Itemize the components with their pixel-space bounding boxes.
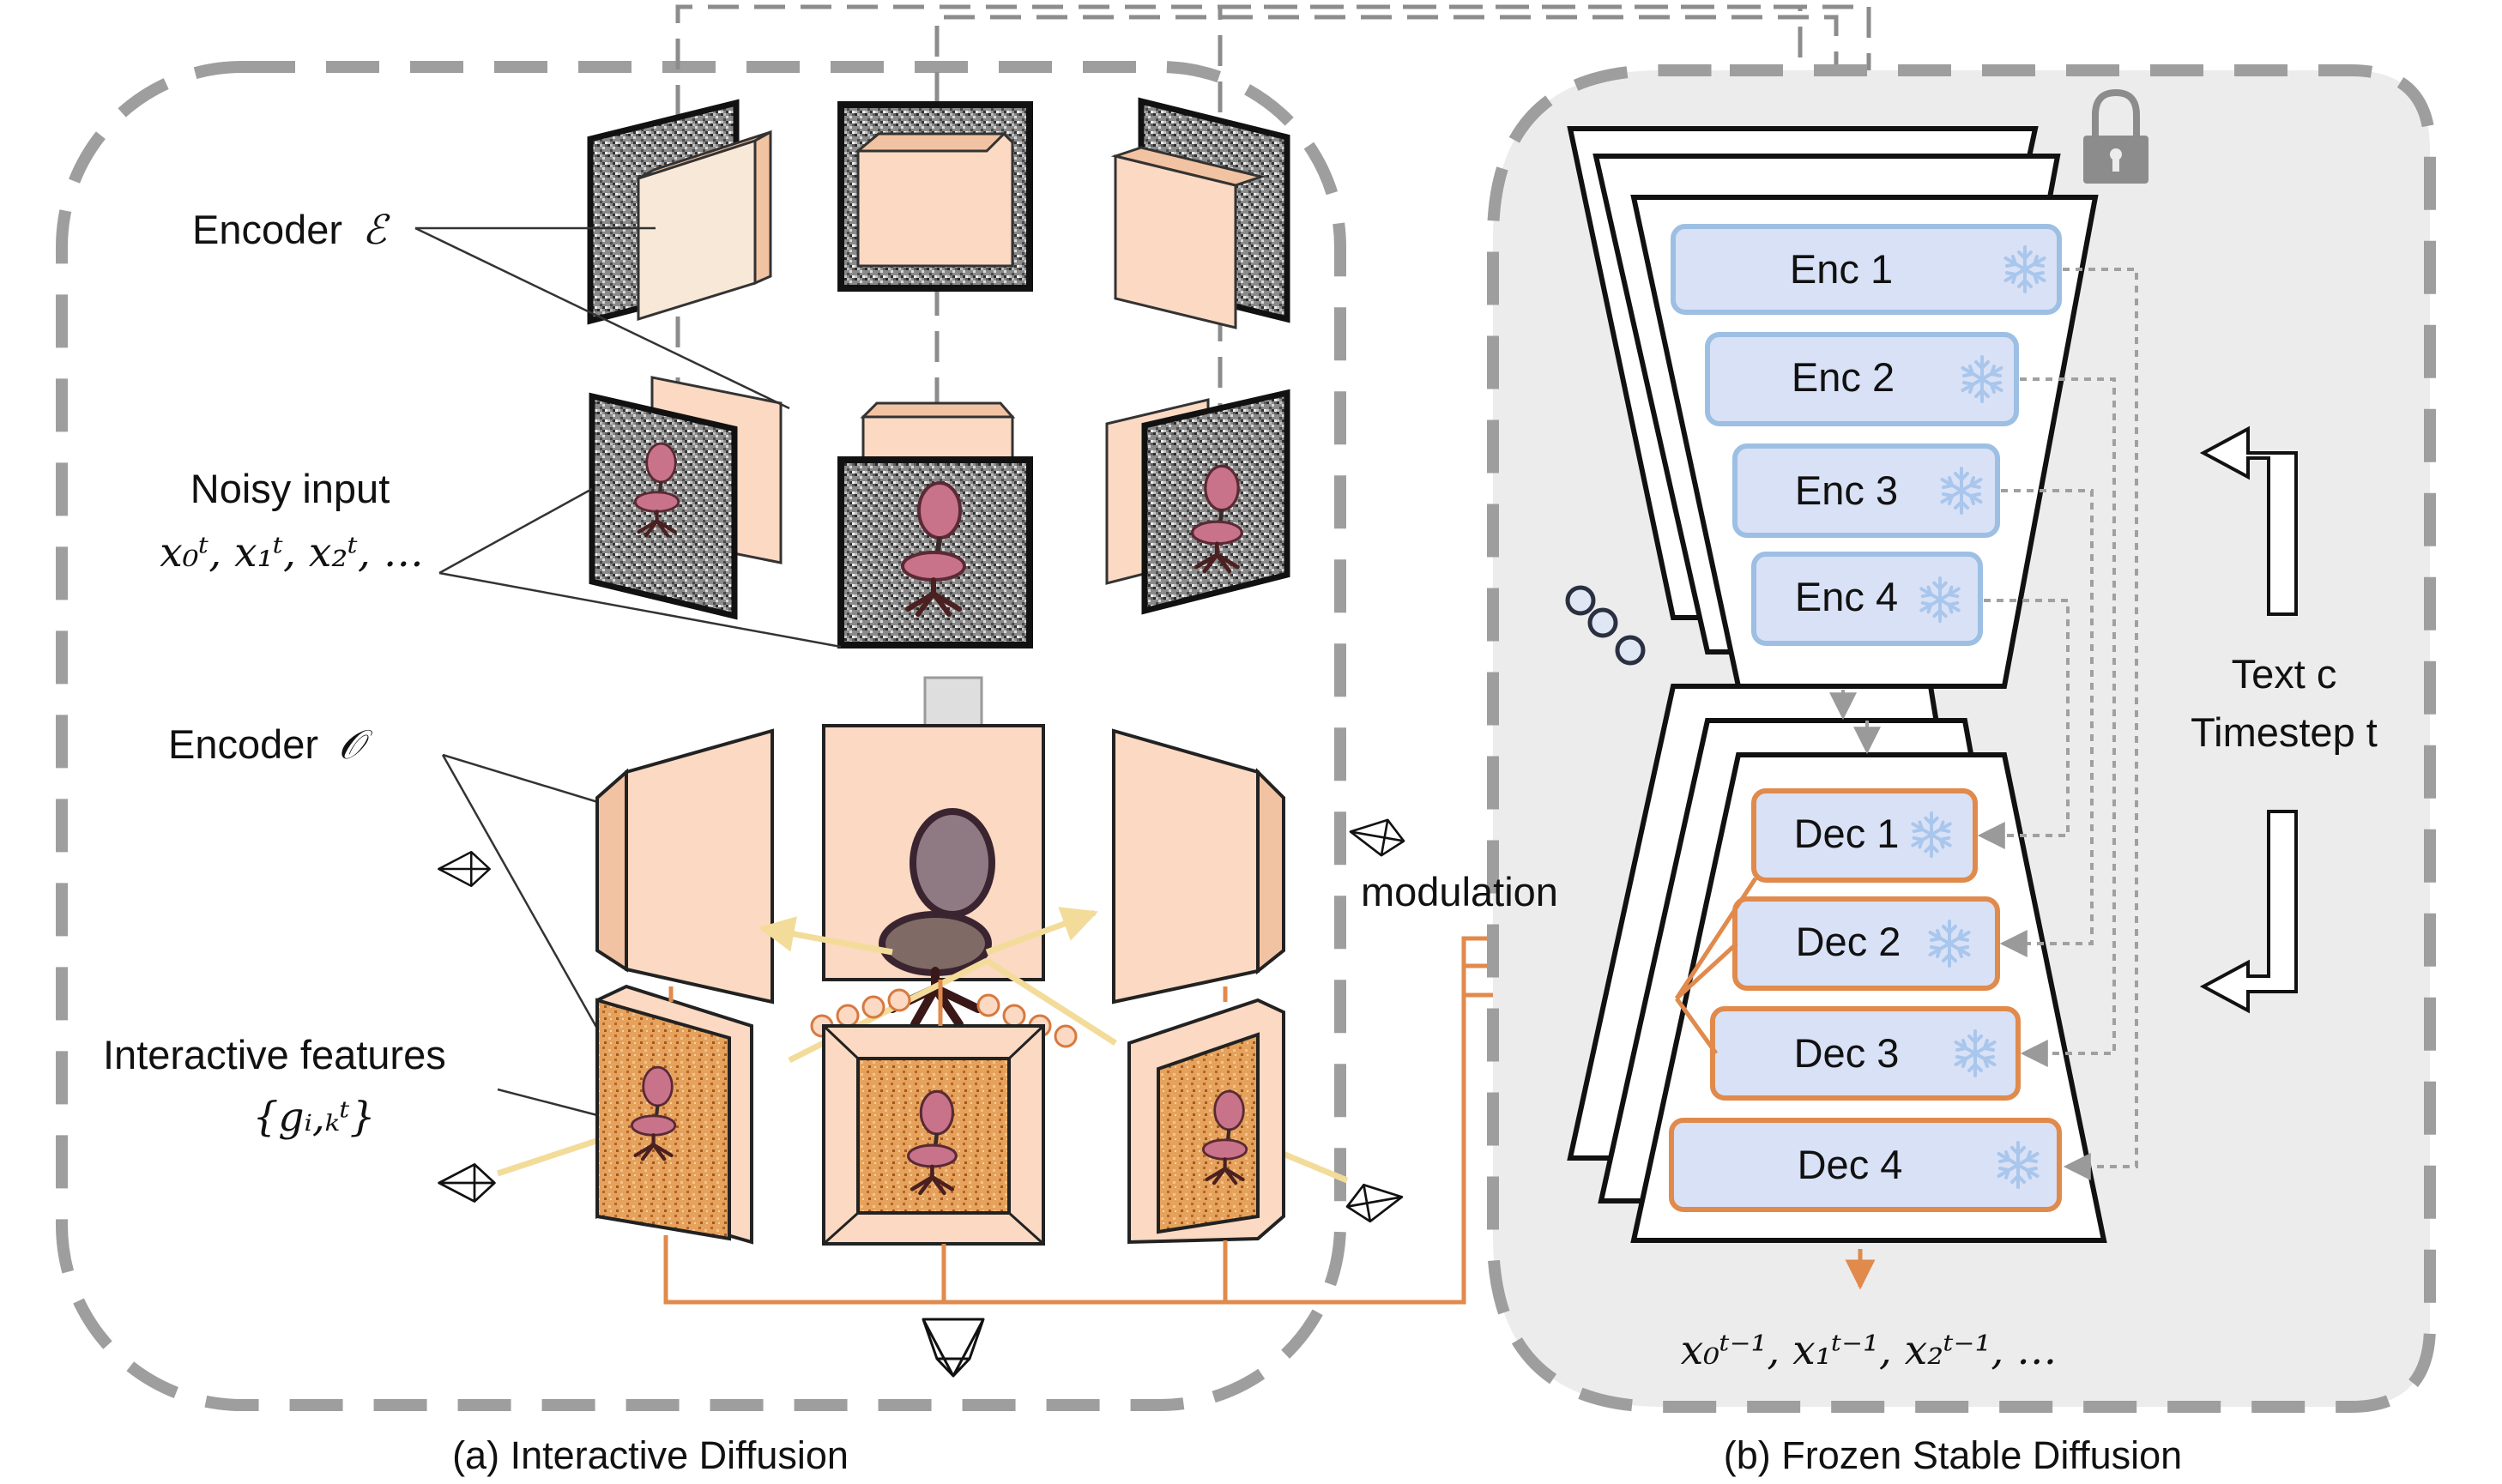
timestep-label: Timestep t	[2191, 709, 2378, 755]
camera-icon	[438, 1163, 496, 1203]
encoder-e-center	[837, 101, 1033, 292]
skip-connections	[1977, 268, 2138, 1180]
encoder-e-label: Encoder ℰ	[192, 207, 390, 254]
camera-icon	[1342, 1177, 1407, 1227]
encoder-o-left	[595, 728, 774, 1004]
up-hollow-arrow	[2199, 425, 2298, 616]
enc-block-3: Enc 3	[1732, 443, 2000, 538]
stack-dots	[1565, 585, 1646, 666]
interactive-feature-right	[1127, 998, 1285, 1245]
noisy-input-center	[837, 401, 1033, 648]
dec-block-4: Dec 4	[1669, 1118, 2062, 1212]
interactive-feature-center	[822, 1024, 1045, 1246]
svg-text:Dec 1: Dec 1	[1794, 811, 1900, 856]
svg-text:Dec 2: Dec 2	[1796, 919, 1901, 964]
svg-text:Enc 1: Enc 1	[1790, 246, 1893, 292]
svg-text:Dec 3: Dec 3	[1794, 1030, 1900, 1076]
noisy-input-left	[589, 376, 783, 620]
encoder-o-label: Encoder 𝒪	[168, 721, 373, 769]
bottleneck-arrows	[1829, 690, 1881, 755]
panel-a-caption: (a) Interactive Diffusion	[452, 1433, 849, 1477]
enc-block-2: Enc 2	[1705, 332, 2019, 426]
svg-text:Dec 4: Dec 4	[1798, 1142, 1903, 1187]
noisy-input-right	[1105, 389, 1290, 615]
interactive-features-label: Interactive features	[103, 1032, 446, 1077]
camera-icon	[922, 1318, 985, 1378]
down-hollow-arrow	[2199, 810, 2298, 1014]
enc-block-1: Enc 1	[1671, 224, 2062, 315]
leader-lines	[414, 226, 842, 1117]
camera-icon	[438, 850, 491, 888]
svg-text:Enc 4: Enc 4	[1795, 574, 1898, 619]
modulation-label: modulation	[1361, 869, 1558, 914]
output-label: x₀ᵗ⁻¹, x₁ᵗ⁻¹, x₂ᵗ⁻¹, …	[1681, 1327, 2057, 1374]
encoder-e-right	[1110, 97, 1290, 329]
panel-a-border	[56, 61, 1346, 1411]
dec-block-1: Dec 1	[1751, 788, 1978, 883]
svg-text:Enc 2: Enc 2	[1792, 354, 1895, 400]
dec-block-2: Dec 2	[1732, 896, 2000, 991]
dec-block-3: Dec 3	[1710, 1006, 2021, 1101]
panel-b-caption: (b) Frozen Stable Diffusion	[1724, 1433, 2182, 1477]
noisy-input-label: Noisy input	[190, 466, 390, 511]
interactive-feature-left	[595, 984, 753, 1245]
lock-icon	[2083, 88, 2148, 184]
modulation-fan	[1674, 877, 1758, 1055]
encoder-e-left	[587, 99, 772, 325]
svg-text:Enc 3: Enc 3	[1795, 468, 1898, 513]
enc-block-4: Enc 4	[1751, 552, 1983, 646]
interactive-features-math: {gᵢ,ₖᵗ}	[252, 1094, 375, 1141]
camera-icon	[1345, 812, 1409, 860]
text-condition-label: Text c	[2232, 651, 2337, 697]
encoder-o-right	[1112, 728, 1285, 1004]
noisy-input-math: x₀ᵗ, x₁ᵗ, x₂ᵗ, …	[160, 529, 423, 576]
